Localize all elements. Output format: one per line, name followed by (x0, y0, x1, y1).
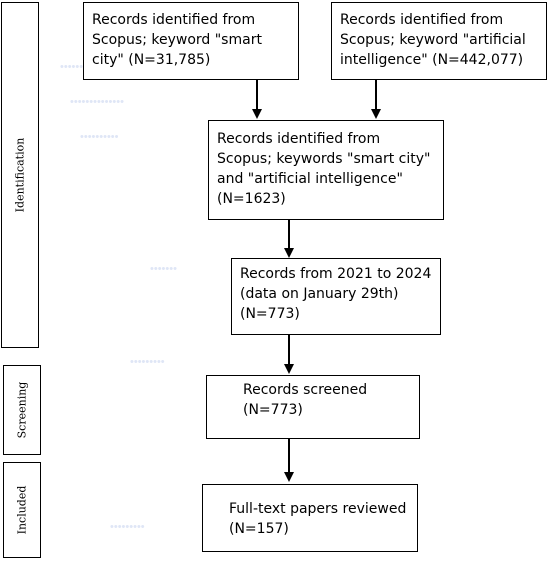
stage-identification: Identification (1, 2, 39, 348)
bleed-through-artifact: ••••••••• (130, 356, 165, 368)
box-line: (N=773) (243, 402, 303, 418)
box-line: Records screened (243, 382, 368, 398)
box-line: Scopus; keyword "artificial (340, 32, 526, 48)
bleed-through-artifact: ••••••• (150, 263, 177, 275)
box-line: Records identified from (92, 12, 256, 28)
box-line: and "artificial intelligence" (217, 171, 403, 187)
box-line: (N=157) (229, 521, 289, 537)
bleed-through-artifact: ••••••••• (110, 521, 145, 533)
box-line: Full-text papers reviewed (229, 501, 407, 517)
box-line: (N=1623) (217, 191, 286, 207)
box-scopus-ai: Records identified from Scopus; keyword … (331, 2, 547, 80)
box-fulltext-reviewed: Full-text papers reviewed (N=157) (202, 484, 418, 552)
box-line: (N=773) (240, 306, 300, 322)
box-line: Records identified from (217, 131, 381, 147)
box-records-screened: Records screened (N=773) (206, 375, 420, 439)
bleed-through-artifact: •••••••••• (80, 131, 119, 143)
box-scopus-smart-city: Records identified from Scopus; keyword … (83, 2, 299, 80)
stage-included: Included (3, 462, 41, 558)
stage-screening: Screening (3, 365, 41, 455)
box-line: intelligence" (N=442,077) (340, 52, 524, 68)
box-line: Scopus; keyword "smart (92, 32, 262, 48)
box-line: (data on January 29th) (240, 286, 399, 302)
box-records-2021-2024: Records from 2021 to 2024 (data on Janua… (231, 258, 441, 335)
box-scopus-combined: Records identified from Scopus; keywords… (208, 120, 444, 220)
box-line: Records identified from (340, 12, 504, 28)
box-line: Scopus; keywords "smart city" (217, 151, 431, 167)
box-line: Records from 2021 to 2024 (240, 266, 432, 282)
bleed-through-artifact: •••••••••••••• (70, 96, 124, 108)
box-line: city" (N=31,785) (92, 52, 211, 68)
